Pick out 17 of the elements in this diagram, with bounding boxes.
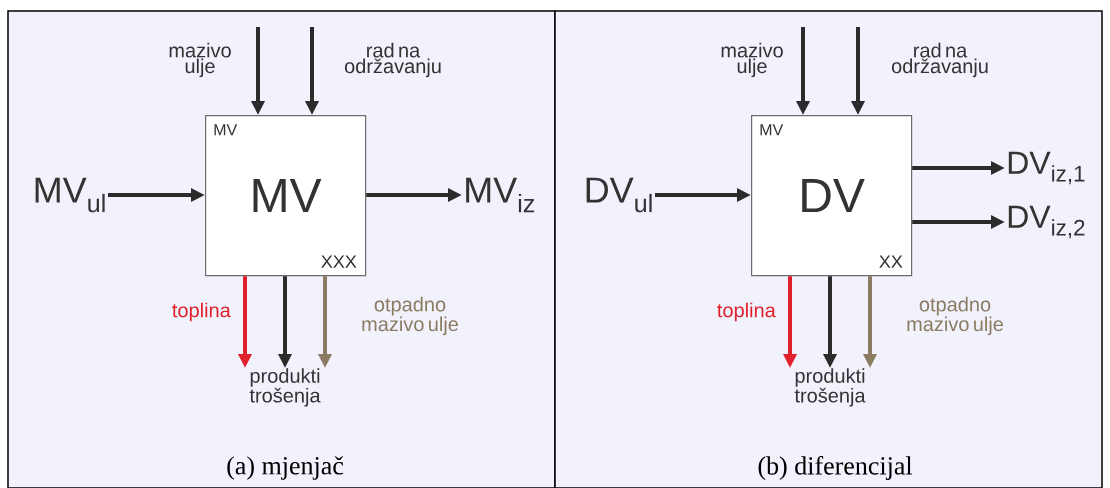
edge-label: rad na održavanju <box>891 42 988 78</box>
flow-label: produkti trošenja <box>249 368 321 407</box>
edge-label: otpadno mazivo ulje <box>362 296 458 336</box>
edge-label: mazivo ulje <box>169 42 231 78</box>
flow-label: DV$_{ul}$ <box>586 177 652 213</box>
flow-label: MV$_{ul}$ <box>35 177 105 213</box>
edge-label: toplina <box>172 302 231 322</box>
flow-label: DV$_{iz,1}$ <box>1008 151 1085 185</box>
flow-label: MV$_{iz}$ <box>466 177 535 213</box>
process-box: DV MV XX <box>751 115 913 277</box>
edge-label: toplina <box>717 302 776 322</box>
edge-label: mazivo ulje <box>721 42 783 78</box>
flow-label: produkti trošenja <box>794 368 866 407</box>
flow-label: DV$_{iz,2}$ <box>1008 205 1085 239</box>
process-box: MV MV XXX <box>205 115 367 277</box>
edge-label: otpadno mazivo ulje <box>907 296 1003 336</box>
edge-label: rad na održavanju <box>344 42 441 78</box>
